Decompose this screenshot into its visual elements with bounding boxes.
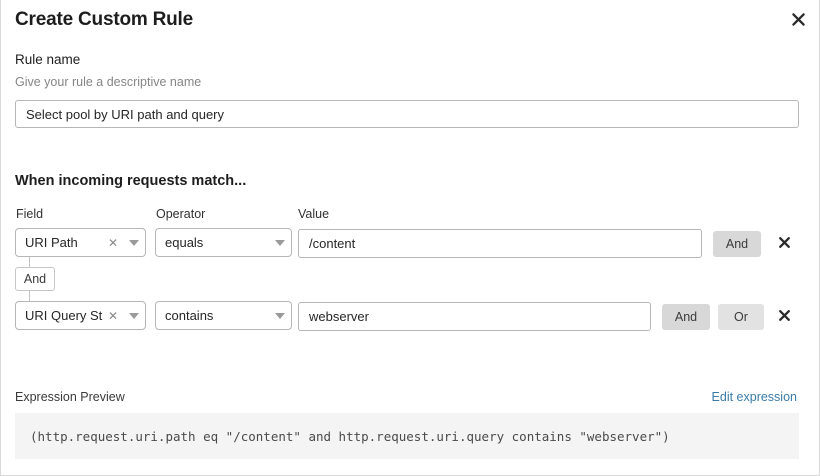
clear-icon[interactable]: ✕ xyxy=(107,235,118,250)
close-icon xyxy=(791,12,806,27)
operator-select-row-1[interactable]: equals xyxy=(155,228,292,257)
clear-icon[interactable]: ✕ xyxy=(107,308,118,323)
expression-preview-label: Expression Preview xyxy=(15,390,125,404)
connector-and-badge[interactable]: And xyxy=(15,267,55,291)
page-title: Create Custom Rule xyxy=(15,9,193,30)
expression-preview-text: (http.request.uri.path eq "/content" and… xyxy=(30,428,670,444)
field-select-row-2[interactable]: URI Query St... ✕ xyxy=(15,301,146,330)
and-button-row-1[interactable]: And xyxy=(713,231,761,257)
chevron-down-icon[interactable] xyxy=(123,239,145,246)
rule-name-label: Rule name xyxy=(15,52,81,67)
value-input-row-1[interactable] xyxy=(298,229,702,258)
field-select-row-1[interactable]: URI Path ✕ xyxy=(15,228,146,257)
field-select-row-1-value: URI Path xyxy=(25,235,78,250)
operator-select-row-1-value: equals xyxy=(165,235,204,250)
or-button-row-2[interactable]: Or xyxy=(718,304,764,330)
column-header-field: Field xyxy=(16,207,44,221)
column-header-operator: Operator xyxy=(156,207,206,221)
match-section-heading: When incoming requests match... xyxy=(15,173,247,189)
close-button[interactable] xyxy=(786,7,810,31)
delete-row-2-button[interactable] xyxy=(773,306,795,328)
chevron-down-icon[interactable] xyxy=(269,239,291,246)
close-icon xyxy=(778,309,791,325)
operator-select-row-2[interactable]: contains xyxy=(155,301,292,330)
and-button-row-2[interactable]: And xyxy=(662,304,710,330)
rule-name-input[interactable] xyxy=(15,100,799,128)
column-header-value: Value xyxy=(298,207,330,221)
rule-name-help-text: Give your rule a descriptive name xyxy=(15,75,202,89)
value-input-row-2[interactable] xyxy=(298,302,651,331)
chevron-down-icon[interactable] xyxy=(269,312,291,319)
expression-preview-box: (http.request.uri.path eq "/content" and… xyxy=(15,413,799,459)
chevron-down-icon[interactable] xyxy=(123,312,145,319)
edit-expression-link[interactable]: Edit expression xyxy=(711,390,797,404)
operator-select-row-2-value: contains xyxy=(165,308,214,323)
field-select-row-2-value: URI Query St... xyxy=(25,308,103,323)
delete-row-1-button[interactable] xyxy=(773,233,795,255)
close-icon xyxy=(778,236,791,252)
